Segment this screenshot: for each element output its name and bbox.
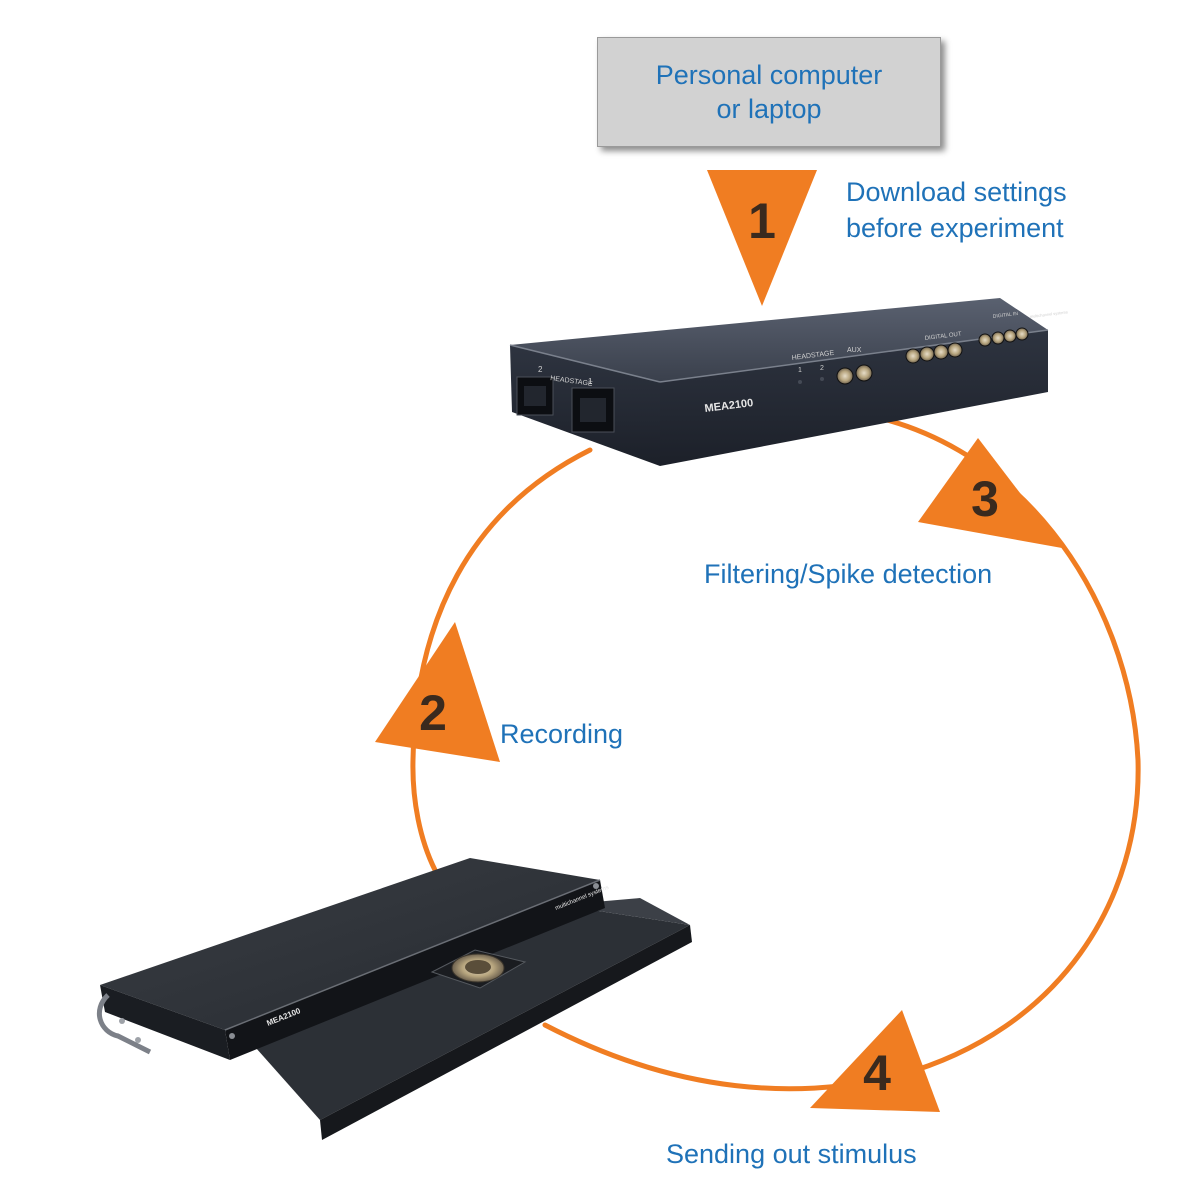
port-number-1: 1 xyxy=(588,377,593,386)
interface-board-device: 2 HEADSTAGE 1 MEA2100 HEADSTAGE 1 2 AUX … xyxy=(509,298,1069,466)
step-3-arrow: 3 xyxy=(918,438,1062,548)
digital-out-connector xyxy=(905,348,921,364)
digital-in-connector xyxy=(1015,327,1029,341)
digital-out-connector xyxy=(947,342,963,358)
step-2-number: 2 xyxy=(419,685,447,741)
step-3-label: Filtering/Spike detection xyxy=(704,559,993,589)
step-4-number: 4 xyxy=(863,1045,891,1101)
status-number-2: 2 xyxy=(820,365,824,372)
step-1-label-line-1: Download settings xyxy=(846,177,1067,207)
aux-label: AUX xyxy=(847,347,862,354)
aux-connector-1 xyxy=(836,367,854,385)
interface-model-label: MEA2100 xyxy=(704,397,754,415)
digital-out-label: DIGITAL OUT xyxy=(925,331,963,342)
step-3-number: 3 xyxy=(971,471,999,527)
side-handle xyxy=(96,993,152,1055)
headstage-device: MEA2100 multichannel systems xyxy=(96,858,692,1140)
step-1-label-line-2: before experiment xyxy=(846,213,1064,243)
step-4-arrow: 4 xyxy=(810,1010,940,1112)
step-1-label: Download settings before experiment xyxy=(846,174,1067,246)
step-4-label: Sending out stimulus xyxy=(666,1139,917,1169)
computer-label-line-1: Personal computer xyxy=(655,60,883,90)
digital-out-connector xyxy=(933,344,949,360)
step-1-number: 1 xyxy=(748,193,776,249)
computer-box: Personal computer or laptop xyxy=(597,37,941,147)
digital-in-connector xyxy=(991,331,1005,345)
aux-connector-2 xyxy=(855,364,873,382)
digital-out-connector xyxy=(919,346,935,362)
digital-in-label: DIGITAL IN xyxy=(993,311,1019,320)
computer-label-line-2: or laptop xyxy=(716,94,822,124)
digital-in-connector xyxy=(1003,329,1017,343)
step-2-label: Recording xyxy=(500,719,624,749)
interface-brand-logo: multichannel systems xyxy=(1030,309,1069,319)
step-2-arrow: 2 xyxy=(375,622,500,762)
digital-in-connector xyxy=(978,333,992,347)
status-number-1: 1 xyxy=(798,367,802,374)
port-number-2: 2 xyxy=(538,365,543,374)
step-1-arrow: 1 xyxy=(707,170,817,306)
